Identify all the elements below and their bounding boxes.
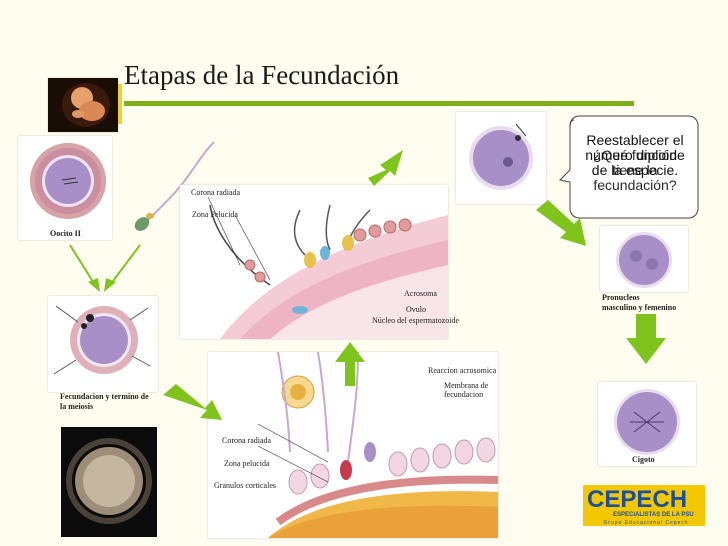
cell-top-panel [456, 112, 546, 204]
label-zona-pelucida-top: Zona Pelucida [192, 210, 238, 219]
page-title: Etapas de la Fecundación [124, 60, 400, 90]
cigoto-panel [598, 382, 696, 466]
label-corona-radiada-top: Corona radiada [191, 188, 241, 197]
cepech-tagline: ESPECIALISTAS DE LA PSU [613, 512, 694, 518]
arrow-head [88, 278, 100, 292]
sperm-illustration [128, 138, 220, 234]
callout-bubble [558, 115, 699, 219]
label-nucleo: Núcleo del espermatozoide [372, 316, 460, 325]
label-cigoto: Cigoto [632, 455, 655, 464]
label-membrana-2: fecundacion [444, 390, 484, 399]
oocito-panel [18, 136, 112, 240]
label-corona-radiada-bottom: Corona radiada [222, 436, 272, 445]
label-ovulo: Ovulo [406, 305, 426, 314]
cepech-logo: CEPECH ESPECIALISTAS DE LA PSU Grupo Edu… [583, 485, 705, 526]
pronucleos-panel [600, 226, 688, 292]
reaccion-acrosomica-panel [208, 352, 498, 538]
zona-pelucida-panel [180, 185, 448, 339]
label-reaccion: Reaccion acrosomica [428, 366, 497, 375]
sperm-photo [61, 427, 157, 537]
label-membrana-1: Membrana de [444, 381, 489, 390]
label-fecundacion-1: Fecundacion y termino de [60, 392, 149, 401]
callout-question: ¿Qué función tiene la fecundación? [592, 147, 678, 193]
cepech-name: CEPECH [587, 486, 688, 513]
label-granulos: Granulos corticales [214, 481, 276, 490]
label-fecundacion-2: la meiosis [60, 402, 94, 411]
label-pronucleos-1: Pronucleos [602, 293, 640, 302]
fecundacion-panel [48, 296, 158, 392]
title-accent-bar [118, 84, 122, 124]
fetus-image [48, 78, 118, 132]
label-pronucleos-2: masculino y femenino [602, 303, 677, 312]
callout-answer: Reestablecer el número diploide de la es… [585, 132, 685, 178]
label-acrosoma: Acrosoma [404, 289, 437, 298]
label-oocito: Oocito II [50, 229, 81, 238]
label-zona-pelucida-bottom: Zona pelucida [224, 459, 270, 468]
cepech-subtitle: Grupo Educacional Cepech [603, 520, 689, 526]
title-underline [124, 101, 634, 106]
